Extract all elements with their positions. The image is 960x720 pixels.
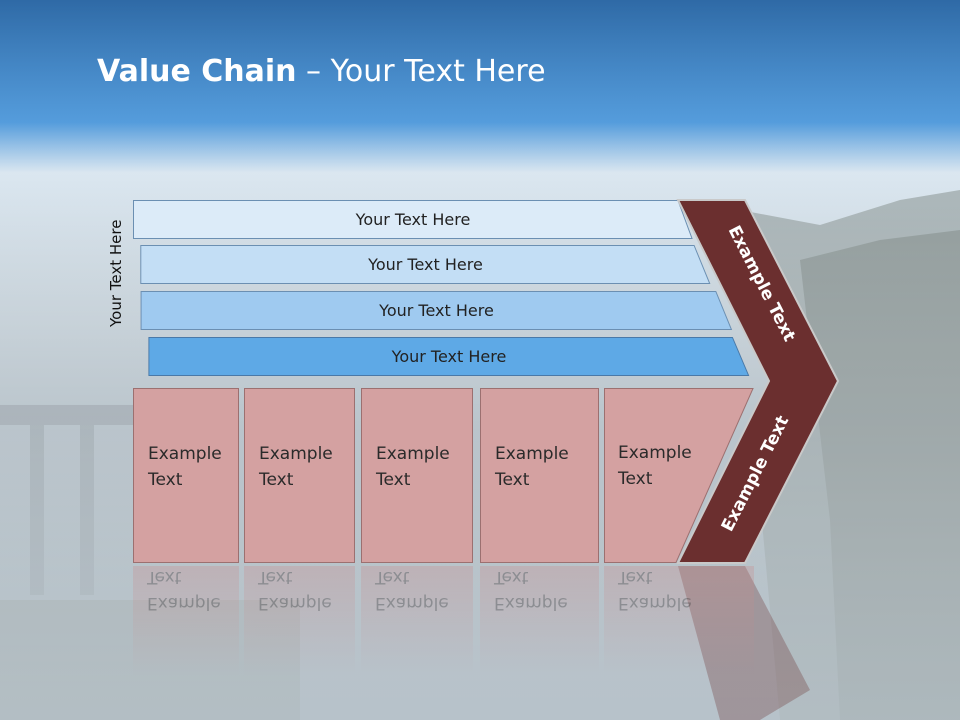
box-reflection-5-line1: Example xyxy=(618,593,692,613)
row-band-4-shape xyxy=(148,337,750,376)
box-reflection-3-line1: Example xyxy=(375,593,449,613)
activity-box-1-line1: Example xyxy=(148,444,222,464)
activity-box-1: Example Text xyxy=(133,388,239,563)
activity-box-2-line1: Example xyxy=(259,444,333,464)
row-band-2: Your Text Here xyxy=(133,245,718,284)
activity-box-3: Example Text xyxy=(361,388,473,563)
activity-box-3-line2: Text xyxy=(376,470,411,490)
row-band-2-shape xyxy=(140,245,711,284)
box-reflection-2: Example Text xyxy=(244,566,355,676)
activity-box-4-line2: Text xyxy=(495,470,530,490)
activity-box-5-line2: Text xyxy=(618,469,653,489)
activity-box-5-line1: Example xyxy=(618,443,692,463)
box-reflection-3: Example Text xyxy=(361,566,473,676)
box-reflection-1-line1: Example xyxy=(147,593,221,613)
chevron-shape xyxy=(676,199,840,564)
box-reflection-4-line2: Text xyxy=(494,567,529,587)
title-bold: Value Chain xyxy=(97,54,297,89)
activity-box-4: Example Text xyxy=(480,388,599,563)
box-reflection-5-line2: Text xyxy=(618,567,653,587)
box-reflection-2-line1: Example xyxy=(258,593,332,613)
activity-box-5-shape xyxy=(604,388,754,563)
box-reflection-3-line2: Text xyxy=(375,567,410,587)
row-label-2: Your Text Here xyxy=(368,255,483,274)
box-reflection-5: Example Text xyxy=(604,566,754,676)
box-reflection-1: Example Text xyxy=(133,566,239,676)
activity-box-1-line2: Text xyxy=(148,470,183,490)
row-label-1: Your Text Here xyxy=(355,210,471,229)
row-label-3: Your Text Here xyxy=(379,301,494,320)
activity-box-5: Example Text xyxy=(604,388,754,563)
title-rest: – Your Text Here xyxy=(296,54,546,89)
box-reflection-4: Example Text xyxy=(480,566,599,676)
row-band-4: Your Text Here xyxy=(133,337,765,376)
row-label-4: Your Text Here xyxy=(391,347,507,366)
activity-box-4-line1: Example xyxy=(495,444,569,464)
activity-box-2-line2: Text xyxy=(259,470,294,490)
box-reflection-1-line2: Text xyxy=(147,567,182,587)
activity-box-3-line1: Example xyxy=(376,444,450,464)
page-title: Value Chain – Your Text Here xyxy=(97,54,546,89)
activity-box-2: Example Text xyxy=(244,388,355,563)
row-band-3: Your Text Here xyxy=(133,291,740,330)
row-band-3-shape xyxy=(140,291,733,330)
box-reflection-4-line1: Example xyxy=(494,593,568,613)
row-band-1-shape xyxy=(133,200,693,239)
row-band-1: Your Text Here xyxy=(133,200,693,239)
box-reflection-2-line2: Text xyxy=(258,567,293,587)
chevron-reflection xyxy=(678,566,810,720)
